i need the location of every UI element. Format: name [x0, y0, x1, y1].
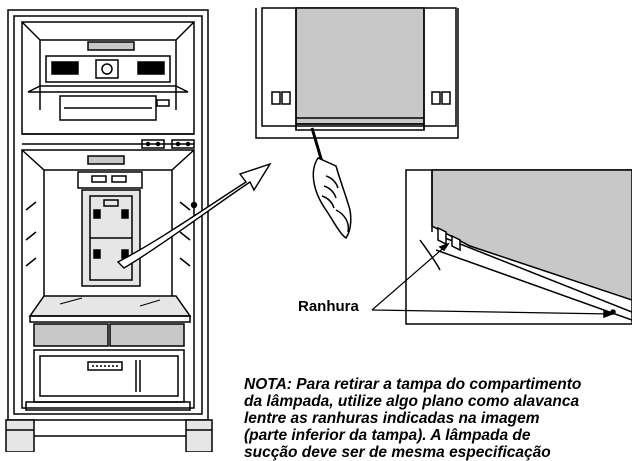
glass-shelf	[28, 295, 192, 317]
callout-lines	[371, 242, 615, 319]
fridge-compartment	[21, 139, 198, 411]
note-text: NOTA: Para retirar a tampa do compartime…	[244, 376, 632, 461]
refrigerator	[5, 9, 213, 452]
screwdriver	[310, 127, 352, 240]
pointer-arrow	[116, 162, 272, 269]
slot-detail	[405, 169, 632, 325]
note-line: lentre as ranhuras indicadas na imagem	[244, 410, 540, 427]
note-line: da lâmpada, utilize algo plano como alav…	[244, 393, 580, 410]
lamp-cover-detail	[255, 7, 459, 240]
note-line: (parte inferior da tampa). A lâmpada de	[244, 427, 531, 444]
slot-callout-label: Ranhura	[298, 298, 359, 315]
note-line: NOTA: Para retirar a tampa do compartime…	[244, 376, 582, 393]
freezer-compartment	[21, 21, 195, 135]
note-line: sucção deve ser de mesma especificação	[244, 444, 551, 461]
